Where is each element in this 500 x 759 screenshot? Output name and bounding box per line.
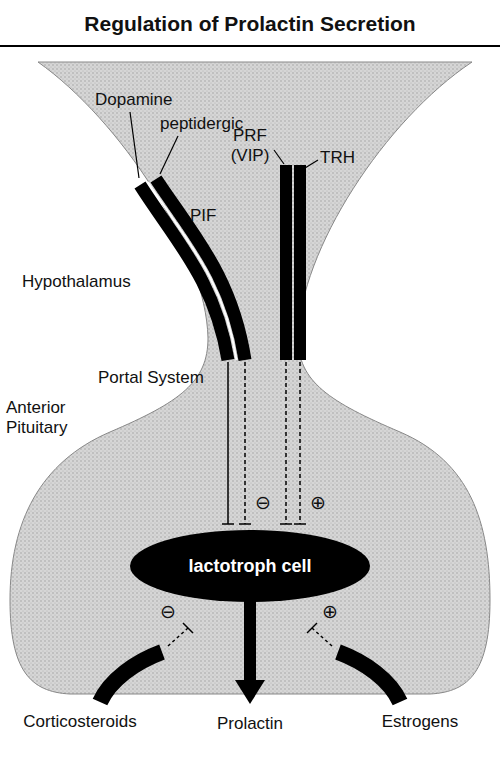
estrogen-band — [338, 652, 400, 702]
stimulate-symbol: ⊕ — [322, 602, 338, 621]
peptide-line — [244, 362, 246, 524]
title-rule — [0, 45, 500, 47]
trh-line — [299, 362, 301, 524]
estrogen-line — [312, 628, 332, 646]
prolactin-arrow — [244, 600, 256, 682]
tube-divider — [148, 182, 237, 360]
inhibit-symbol: ⊖ — [255, 493, 271, 512]
t-bar — [307, 623, 317, 633]
cell-label: lactotroph cell — [188, 556, 311, 577]
leader-line — [305, 160, 318, 168]
pituitary-outline — [10, 62, 490, 694]
arrow-head — [235, 680, 265, 704]
tube-label: Dopamine — [95, 90, 173, 110]
inhibit-symbol: ⊖ — [160, 602, 176, 621]
cell-ellipse: lactotroph cell — [130, 530, 370, 602]
corticosteroid-band — [100, 652, 162, 702]
region-label: Anterior Pituitary — [6, 398, 86, 437]
tube-label: peptidergic — [160, 114, 243, 134]
hormone-label: Corticosteroids — [23, 712, 136, 732]
prf-line — [285, 362, 287, 524]
prf-tube — [280, 165, 292, 360]
tube-label: TRH — [320, 148, 355, 168]
hormone-label: Prolactin — [217, 714, 283, 734]
tube-label: PIF — [190, 206, 216, 226]
stimulate-symbol: ⊕ — [310, 493, 326, 512]
t-bar — [183, 623, 193, 633]
leader-line — [274, 150, 284, 164]
region-label: Hypothalamus — [22, 272, 131, 292]
trh-tube — [294, 165, 306, 360]
t-bars — [222, 523, 306, 525]
tube-label: PRF (VIP) — [226, 126, 274, 165]
region-label: Portal System — [98, 368, 204, 388]
corticosteroid-line — [168, 628, 188, 646]
hormone-label: Estrogens — [382, 712, 459, 732]
dopamine-line — [227, 362, 229, 524]
title: Regulation of Prolactin Secretion — [0, 12, 500, 36]
leader-line — [130, 112, 139, 178]
leader-line — [160, 136, 178, 174]
